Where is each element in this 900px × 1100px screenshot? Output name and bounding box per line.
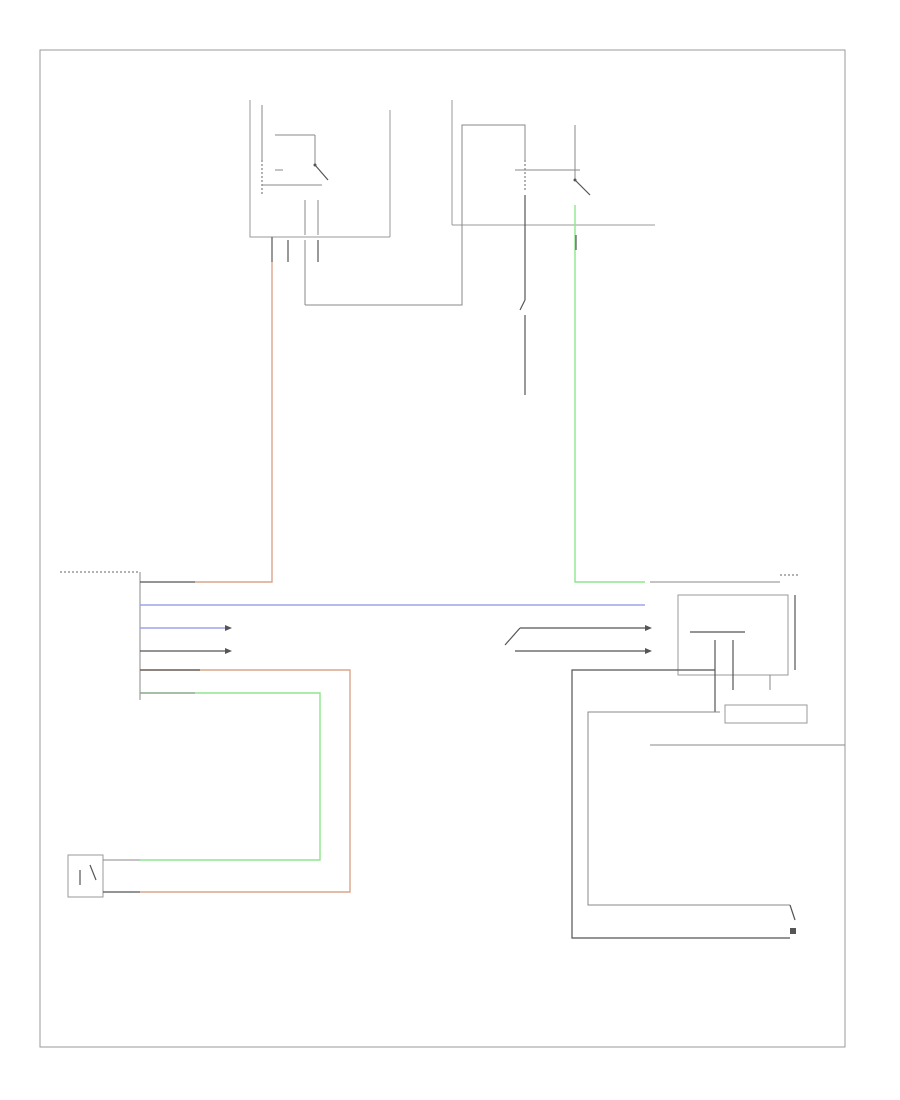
ground-terminal (790, 928, 796, 934)
orange-wire-main (195, 262, 273, 583)
orange-wire-sensor (140, 669, 351, 893)
sensor-component (67, 854, 140, 898)
diagram-frame (39, 49, 846, 1048)
connector-stubs-left (271, 237, 463, 306)
relay-box-left (249, 100, 391, 238)
wire-loop-outer (571, 669, 790, 939)
green-wire-sensor (140, 692, 321, 861)
relay-box-right (451, 100, 655, 245)
wire-loop-inner (587, 711, 790, 906)
arrow-right-1 (225, 625, 232, 631)
ecm-module (60, 571, 141, 700)
green-wire-main (574, 205, 645, 583)
arrow-right-2 (225, 648, 232, 654)
arrow-right-4 (645, 648, 652, 654)
control-module (650, 574, 845, 746)
ground-top (519, 195, 526, 395)
arrow-right-3 (645, 625, 652, 631)
